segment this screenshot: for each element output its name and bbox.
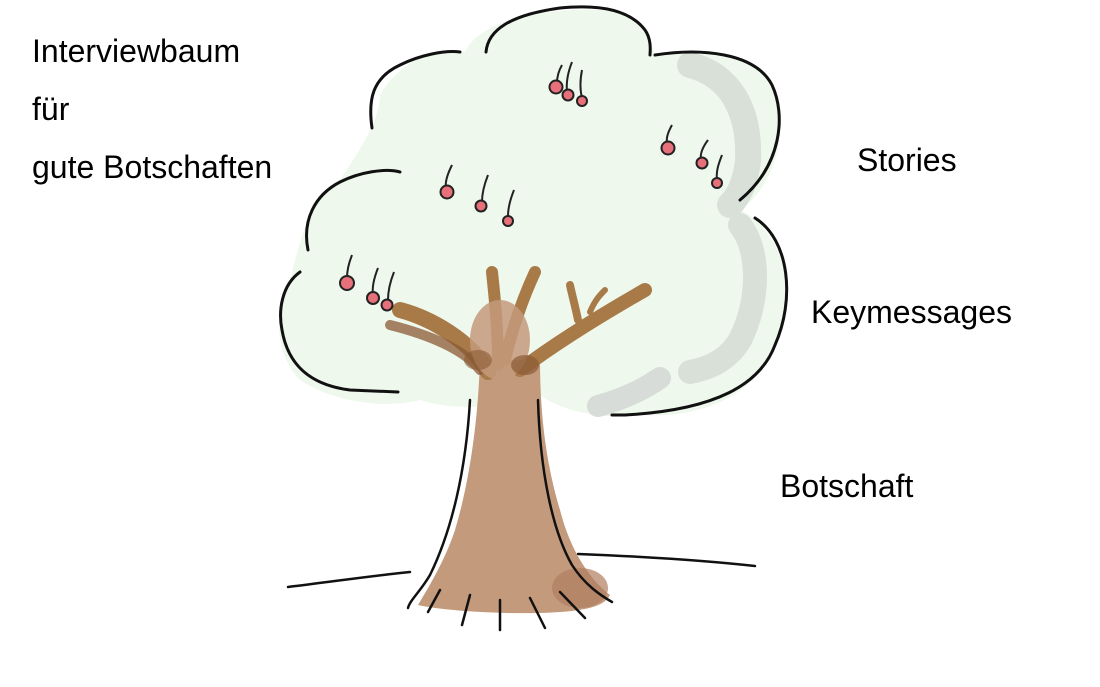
tree-branches [385, 266, 652, 380]
trunk-outline [406, 398, 614, 632]
cherry-group-1 [548, 61, 588, 107]
label-stories: Stories [857, 142, 957, 178]
label-botschaft: Botschaft [780, 468, 914, 504]
crown-shadow-upper [677, 52, 762, 218]
cherry-group-4 [339, 254, 395, 312]
crown-shadow-bottom [587, 367, 671, 417]
crown-shadow-lower [678, 213, 767, 384]
cherry-group-3 [439, 164, 515, 227]
diagram-title: Interviewbaum für gute Botschaften [32, 22, 272, 196]
title-line-3: gute Botschaften [32, 149, 273, 185]
title-line-1: Interviewbaum [32, 33, 241, 69]
crown-outline [279, 5, 789, 417]
tree-trunk [418, 360, 610, 614]
ground-lines [286, 552, 757, 589]
cherry-group-2 [660, 124, 723, 189]
label-keymessages: Keymessages [811, 294, 1012, 330]
title-line-2: für [32, 91, 70, 127]
